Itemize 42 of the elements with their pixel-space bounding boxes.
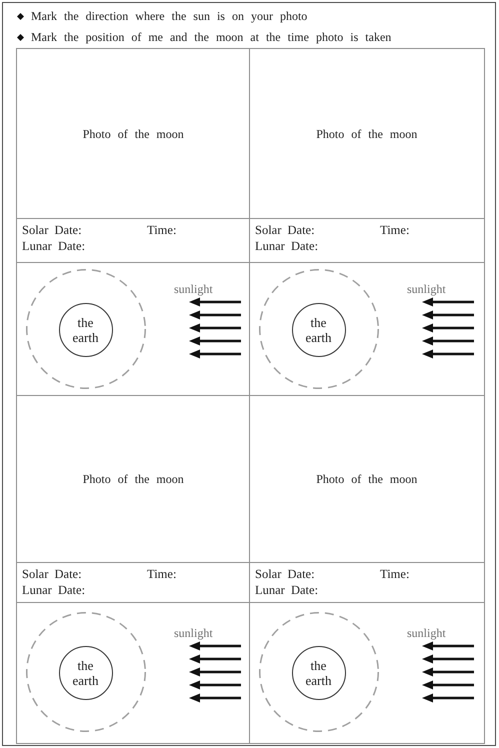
earth-label: the earth	[304, 314, 332, 345]
earth-label: the earth	[304, 658, 332, 688]
field-label: Solar Date:	[255, 566, 315, 582]
photo-caption: Photo of the moon	[82, 471, 184, 488]
date-time-panel	[249, 218, 484, 264]
photo-area	[16, 48, 250, 220]
orbit-diagram-panel	[249, 262, 484, 396]
date-time-panel	[16, 218, 250, 264]
field-label: Lunar Date:	[255, 238, 318, 254]
photo-caption: Photo of the moon	[316, 471, 418, 488]
field-label: Lunar Date:	[22, 582, 86, 598]
orbit-circle	[26, 268, 146, 389]
orbit-diagram-panel	[16, 262, 250, 396]
sunlight-label: sunlight	[407, 626, 446, 640]
orbit-diagram-panel	[16, 602, 250, 744]
field-label: Lunar Date:	[22, 238, 86, 254]
date-time-panel	[16, 562, 250, 604]
field-label: Time:	[147, 222, 176, 238]
orbit-circle	[258, 268, 378, 389]
sunlight-label: sunlight	[407, 282, 446, 296]
sunlight-label: sunlight	[174, 282, 213, 296]
photo-area	[16, 395, 250, 564]
photo-area	[249, 395, 484, 564]
sunlight-label: sunlight	[174, 626, 213, 640]
field-label: Lunar Date:	[255, 582, 318, 598]
instruction-text: Mark the position of me and the moon at the time photo is taken	[31, 29, 392, 45]
earth-label: the earth	[72, 314, 100, 345]
date-time-panel	[249, 562, 484, 604]
field-label: Time:	[380, 566, 410, 582]
field-label: Solar Date:	[22, 566, 82, 582]
photo-caption: Photo of the moon	[316, 126, 418, 142]
field-label: Time:	[147, 566, 176, 582]
photo-area	[249, 48, 484, 220]
photo-caption: Photo of the moon	[82, 126, 184, 142]
field-label: Time:	[380, 222, 410, 238]
orbit-diagram-panel	[249, 602, 484, 744]
orbit-circle	[26, 612, 146, 732]
field-label: Solar Date:	[22, 222, 82, 238]
field-label: Solar Date:	[255, 222, 315, 238]
orbit-circle	[258, 612, 378, 732]
instruction-text: Mark the direction where the sun is on your photo	[31, 8, 308, 24]
earth-label: the earth	[72, 658, 100, 688]
